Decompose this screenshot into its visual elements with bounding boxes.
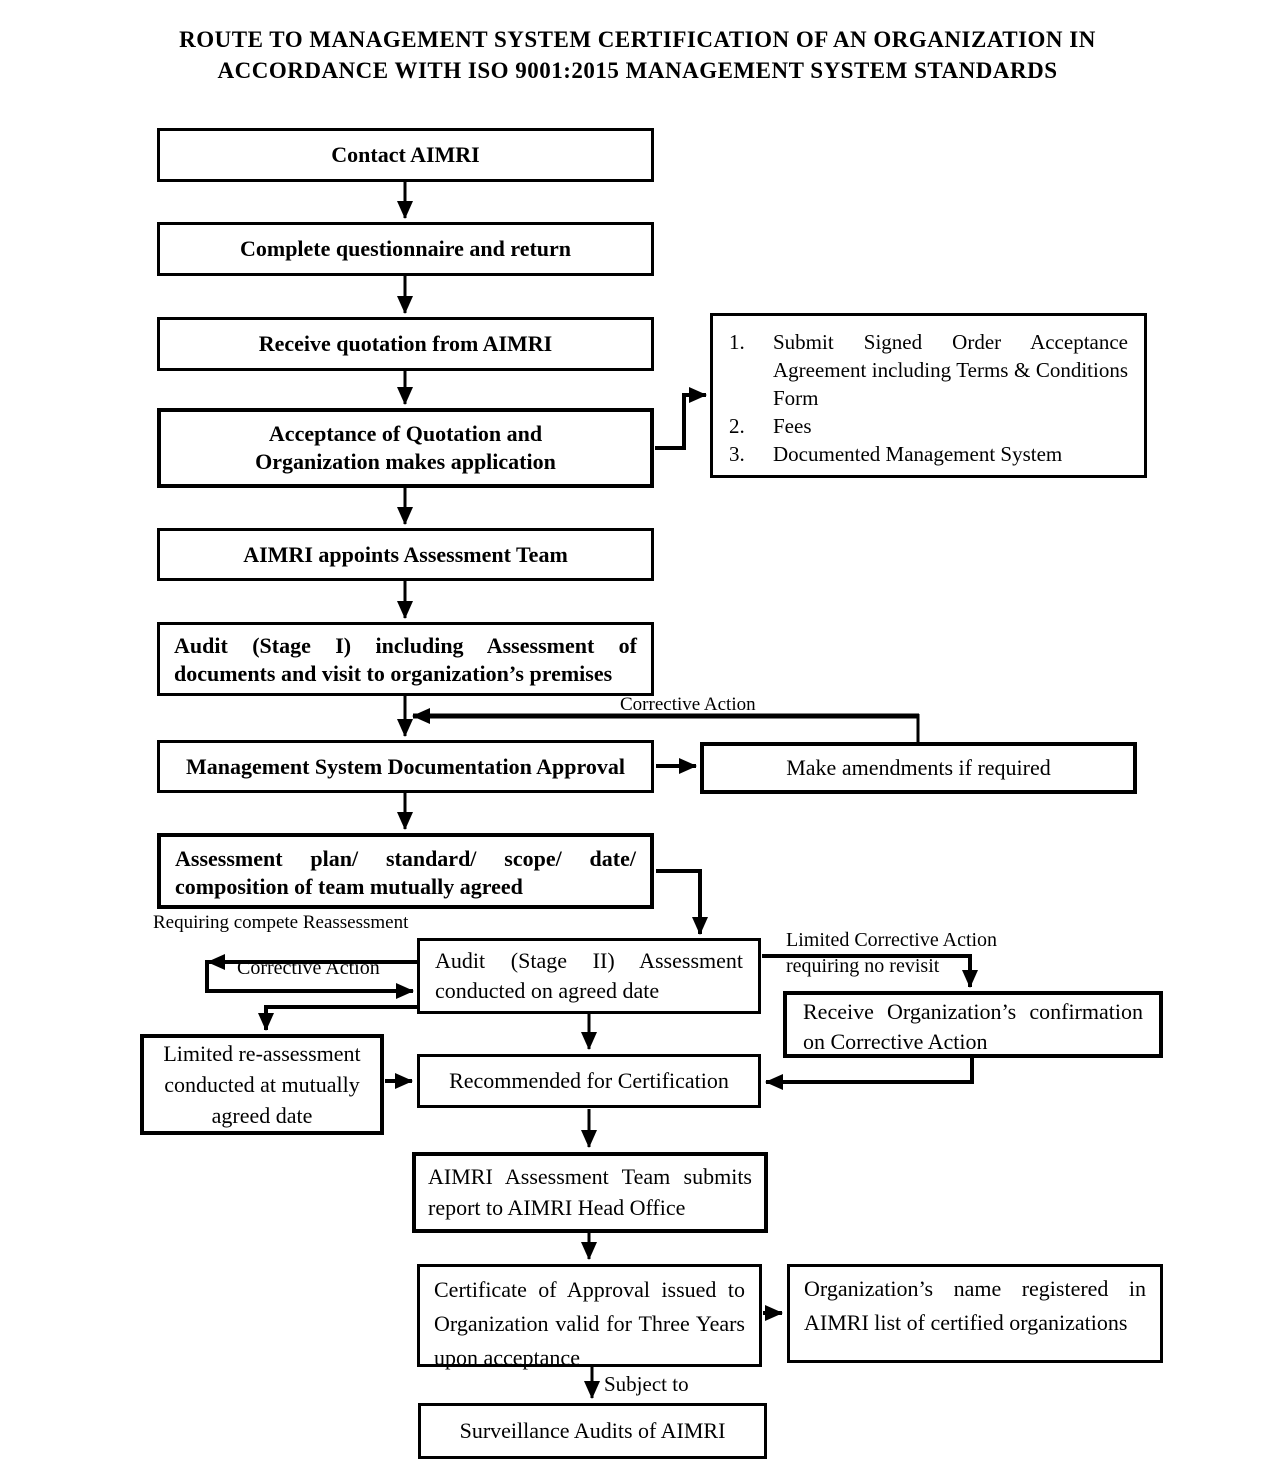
node-audit-stage2: Audit (Stage II) Assessment conducted on… (417, 938, 761, 1014)
node-appoints-assessment-team: AIMRI appoints Assessment Team (157, 528, 654, 581)
node-documentation-approval: Management System Documentation Approval (157, 740, 654, 793)
node-assessment-plan-label: Assessment plan/ standard/ scope/ date/ … (175, 846, 636, 899)
label-subject-to: Subject to (604, 1372, 689, 1396)
label-corrective-action-top: Corrective Action (620, 694, 756, 715)
requirement-item-3-text: Documented Management System (773, 442, 1063, 466)
node-certificate-of-approval-label: Certificate of Approval issued to Organi… (434, 1277, 745, 1370)
arrow-receive-to-recommended (765, 1058, 974, 1090)
node-certificate-of-approval: Certificate of Approval issued to Organi… (417, 1264, 762, 1370)
arrow-audit2-to-receive-confirmation (762, 954, 978, 988)
node-receive-quotation: Receive quotation from AIMRI (157, 317, 654, 371)
label-limited-corrective-line1: Limited Corrective Action (786, 929, 998, 951)
diagram-title-line1: ROUTE TO MANAGEMENT SYSTEM CERTIFICATION… (179, 27, 1096, 52)
node-contact-aimri-label: Contact AIMRI (331, 142, 480, 167)
requirement-item-1-text: Submit Signed Order Acceptance Agreement… (773, 330, 1128, 410)
node-complete-questionnaire: Complete questionnaire and return (157, 222, 654, 276)
requirement-item-1-number: 1. (729, 330, 745, 354)
requirement-item-3: 3. Documented Management System (729, 440, 1128, 468)
node-appoints-assessment-team-label: AIMRI appoints Assessment Team (243, 541, 568, 567)
requirement-item-2-number: 2. (729, 414, 745, 438)
node-registered-organization-label: Organization’s name registered in AIMRI … (804, 1276, 1146, 1335)
label-limited-corrective-line2: requiring no revisit (786, 955, 940, 977)
node-surveillance-audits: Surveillance Audits of AIMRI (418, 1403, 767, 1459)
arrow-acceptance-to-requirements (655, 387, 707, 450)
node-receive-confirmation-label: Receive Organization’s confirmation on C… (803, 999, 1143, 1054)
diagram-title: ROUTE TO MANAGEMENT SYSTEM CERTIFICATION… (0, 24, 1275, 86)
arrow-plan-to-audit2 (656, 869, 708, 935)
requirement-item-2-text: Fees (773, 414, 812, 438)
node-limited-reassessment-label: Limited re-assessment conducted at mutua… (163, 1041, 361, 1128)
node-registered-organization: Organization’s name registered in AIMRI … (787, 1264, 1163, 1363)
node-recommended-for-certification: Recommended for Certification (417, 1054, 761, 1108)
node-submit-report-label: AIMRI Assessment Team submits report to … (428, 1164, 752, 1220)
node-acceptance-of-quotation: Acceptance of Quotation and Organization… (157, 408, 654, 488)
node-acceptance-of-quotation-label: Acceptance of Quotation and Organization… (255, 421, 556, 474)
node-contact-aimri: Contact AIMRI (157, 128, 654, 182)
node-receive-quotation-label: Receive quotation from AIMRI (258, 331, 553, 356)
node-receive-confirmation: Receive Organization’s confirmation on C… (783, 991, 1163, 1058)
arrow-corrective-action-return (205, 960, 414, 999)
requirement-item-1: 1. Submit Signed Order Acceptance Agreem… (729, 328, 1128, 412)
node-audit-stage1-label: Audit (Stage I) including Assessment of … (174, 633, 637, 686)
arrow-audit2-to-limited-reassessment (258, 1005, 419, 1031)
requirement-item-2: 2. Fees (729, 412, 1128, 440)
node-complete-questionnaire-label: Complete questionnaire and return (239, 236, 572, 261)
diagram-title-line2: ACCORDANCE WITH ISO 9001:2015 MANAGEMENT… (217, 58, 1058, 83)
label-corrective-action-left: Corrective Action (237, 957, 380, 979)
node-make-amendments-label: Make amendments if required (786, 755, 1051, 780)
node-application-requirements: 1. Submit Signed Order Acceptance Agreem… (710, 313, 1147, 478)
node-make-amendments: Make amendments if required (700, 742, 1137, 794)
node-audit-stage1: Audit (Stage I) including Assessment of … (157, 622, 654, 696)
node-submit-report: AIMRI Assessment Team submits report to … (412, 1152, 768, 1233)
node-limited-reassessment: Limited re-assessment conducted at mutua… (140, 1034, 384, 1135)
node-audit-stage2-label: Audit (Stage II) Assessment conducted on… (435, 948, 743, 1003)
label-requiring-reassessment: Requiring compete Reassessment (153, 912, 409, 933)
node-assessment-plan: Assessment plan/ standard/ scope/ date/ … (157, 833, 654, 909)
node-surveillance-audits-label: Surveillance Audits of AIMRI (459, 1418, 726, 1443)
node-recommended-for-certification-label: Recommended for Certification (449, 1068, 729, 1093)
node-documentation-approval-label: Management System Documentation Approval (186, 753, 625, 779)
requirement-item-3-number: 3. (729, 442, 745, 466)
